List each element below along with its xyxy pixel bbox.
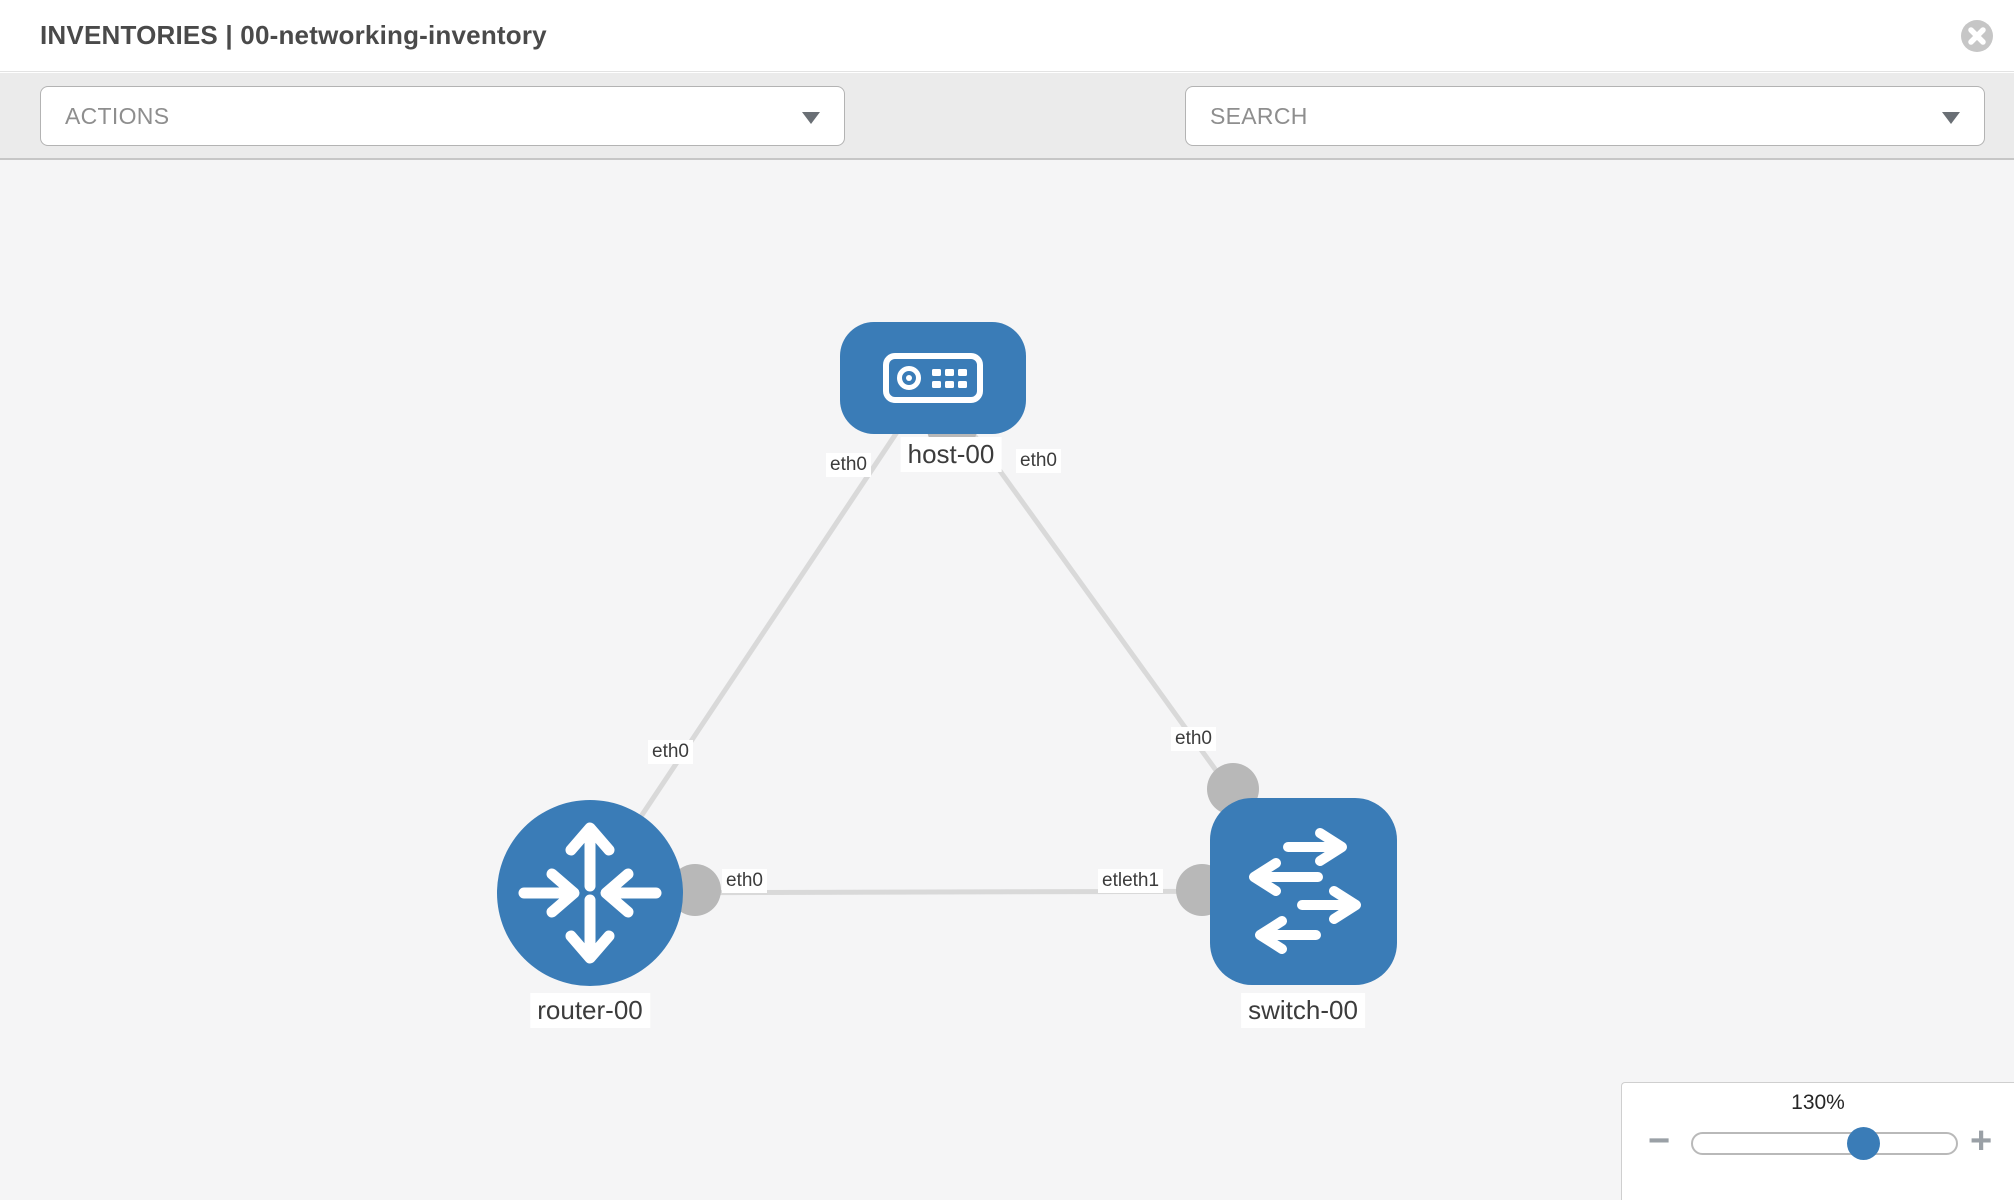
switch-icon [1249,828,1361,954]
actions-dropdown-label: ACTIONS [65,102,170,129]
port-label-router-mid: eth0 [722,869,767,893]
zoom-slider-track[interactable] [1691,1132,1958,1155]
zoom-panel: 130% − + [1621,1082,2014,1200]
port-circles [669,403,1259,916]
node-router[interactable] [497,800,683,986]
node-label-router: router-00 [530,993,650,1028]
router-icon [518,822,662,964]
page-title: INVENTORIES | 00-networking-inventory [40,20,547,50]
node-host[interactable] [840,322,1026,434]
node-label-host: host-00 [900,437,1002,472]
close-icon [1961,20,1993,52]
zoom-in-button[interactable]: + [1970,1120,1993,1162]
zoom-level: 130% [1791,1091,1845,1114]
search-dropdown-label: SEARCH [1210,102,1308,129]
zoom-slider-thumb[interactable] [1847,1127,1880,1160]
node-label-switch: switch-00 [1241,993,1365,1028]
search-dropdown[interactable]: SEARCH [1185,86,1985,146]
topology-graph [497,322,1397,986]
chevron-down-icon [802,112,820,124]
port-label-host-left: eth0 [826,453,871,477]
port-label-switch-uplink: eth0 [1171,727,1216,751]
port-label-router-uplink: eth0 [648,740,693,764]
zoom-out-button[interactable]: − [1648,1120,1671,1162]
node-switch[interactable] [1210,798,1397,985]
toolbar: ACTIONS SEARCH [0,73,2014,208]
port-label-host-right: eth0 [1016,449,1061,473]
port-label-switch-mid: etleth1 [1098,869,1164,893]
actions-dropdown[interactable]: ACTIONS [40,86,845,146]
header: INVENTORIES | 00-networking-inventory [0,0,2014,72]
topology-canvas[interactable]: host-00 router-00 switch-00 eth0 eth0 et… [0,160,2014,1200]
close-button[interactable] [1960,19,1994,53]
chevron-down-icon [1942,112,1960,124]
link-router-host[interactable] [587,376,936,895]
host-icon [883,353,983,403]
